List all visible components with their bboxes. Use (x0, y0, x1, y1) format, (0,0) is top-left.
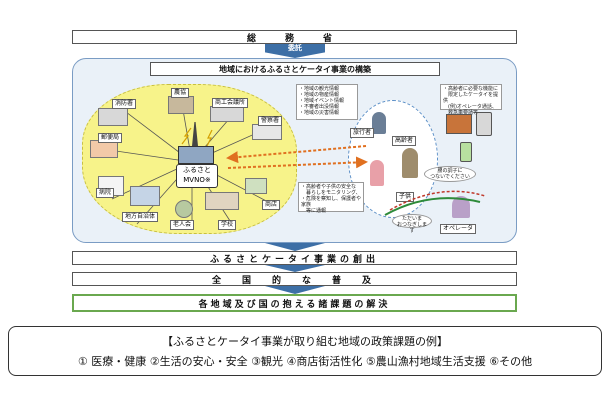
school-building (205, 192, 239, 210)
policy-items: ① 医療・健康 ②生活の安心・安全 ③観光 ④商店街活性化 ⑤農山漁村地域生活支… (77, 355, 533, 368)
label-elderly-club: 老人会 (170, 220, 195, 230)
policy-box: 【ふるさとケータイ事業が取り組む地域の政策課題の例】 ① 医療・健康 ②生活の安… (8, 326, 602, 376)
speech-line: 腰の調子に (437, 168, 463, 174)
info-item: ・地域の災害情報 (299, 110, 340, 116)
label-local-gov: 地方自治体 (122, 212, 159, 222)
watch-item: 等に通報 (301, 208, 327, 214)
child-figure (370, 160, 384, 186)
label-fire-station: 消防署 (112, 99, 137, 109)
shop-building (245, 178, 267, 194)
band-solution: 各地域及び国の抱える諸課題の解決 (72, 294, 517, 312)
band-arrow-3 (265, 286, 325, 294)
main-title-text: 地域におけるふるさとケータイ事業の構築 (219, 64, 371, 74)
band-solution-text: 各地域及び国の抱える諸課題の解決 (198, 299, 391, 310)
speech-line: ただいま (401, 216, 422, 222)
farm-building (168, 96, 194, 114)
hub-line2: MVNO※ (183, 176, 211, 184)
delegation-label: 委託 (288, 44, 302, 52)
info-item: ・不審者出没情報 (299, 104, 340, 110)
speech-bubble-reply: ただいま おつなぎします (392, 214, 432, 234)
label-traveler: 旅行者 (350, 128, 375, 138)
antenna-icon (192, 122, 198, 146)
speech-line: つないでください (430, 174, 470, 180)
label-school: 学校 (218, 220, 237, 230)
label-operator: オペレータ (440, 224, 477, 234)
speech-bubble-request: 腰の調子に つないでください (424, 166, 476, 182)
phone-icon (476, 112, 492, 136)
info-item: ・地域の物産情報 (299, 92, 340, 98)
info-item: ・地域イベント情報 (299, 98, 345, 104)
main-title: 地域におけるふるさとケータイ事業の構築 (150, 62, 440, 76)
band-arrow-2 (265, 265, 325, 272)
speech-line: おつなぎします (396, 222, 427, 234)
label-police: 警察署 (258, 116, 283, 126)
ministry-label: 総 務 省 (246, 33, 342, 44)
chamber-building (210, 106, 244, 122)
watch-item: ・高齢者や子供の安全な (301, 184, 357, 190)
label-child: 子供 (396, 192, 415, 202)
label-chamber: 商工会議所 (212, 98, 249, 108)
hub-line1: ふるさと (183, 166, 211, 174)
traveler-figure (372, 112, 386, 134)
ministry-bar: 総 務 省 (72, 30, 517, 44)
label-post: 郵便局 (98, 133, 123, 143)
hub-box: ふるさと MVNO※ (176, 164, 218, 188)
watch-item: 暮らしをモニタリング、 (301, 190, 361, 196)
local-gov-building (130, 186, 160, 206)
operator-figure (452, 196, 470, 218)
note-line: 救急車要請等 (443, 110, 479, 116)
elderly-phone-note: ・高齢者に必要な機能に 限定したケータイを提供 (例)オペレータ通話、 救急車要… (440, 84, 502, 116)
band-spread-text: 全 国 的 な 普 及 (211, 275, 377, 286)
policy-title: 【ふるさとケータイ事業が取り組む地域の政策課題の例】 (162, 335, 448, 348)
note-line: 限定したケータイを提供 (443, 92, 499, 104)
delegation-arrow: 委託 (265, 44, 325, 58)
band-creation: ふるさとケータイ事業の創出 (72, 251, 517, 265)
food-image (446, 114, 472, 134)
band-spread: 全 国 的 な 普 及 (72, 272, 517, 286)
info-list: ・地域の観光情報 ・地域の物産情報 ・地域イベント情報 ・不審者出没情報 ・地域… (296, 84, 358, 120)
phone-icon (460, 142, 472, 162)
label-hospital: 病院 (96, 188, 115, 198)
connection-curves (384, 190, 486, 216)
info-item: ・地域の観光情報 (299, 86, 340, 92)
watch-item: ・危険を察知し、保護者や家族 (301, 196, 362, 208)
monitoring-arrows (226, 145, 368, 169)
band-creation-text: ふるさとケータイ事業の創出 (209, 254, 379, 265)
hub-building (178, 146, 214, 164)
elderly-figure (402, 148, 418, 178)
elderly-club-icon (175, 200, 193, 218)
label-elderly: 高齢者 (392, 136, 417, 146)
band-arrow-1 (265, 243, 325, 251)
note-line: ・高齢者に必要な機能に (443, 86, 499, 92)
watch-list: ・高齢者や子供の安全な 暮らしをモニタリング、 ・危険を察知し、保護者や家族 等… (298, 182, 364, 214)
label-farm: 農協 (171, 88, 190, 98)
note-line: (例)オペレータ通話、 (443, 104, 497, 110)
label-shop: 商店 (262, 200, 281, 210)
police-building (252, 124, 282, 140)
fire-station-building (98, 108, 128, 126)
